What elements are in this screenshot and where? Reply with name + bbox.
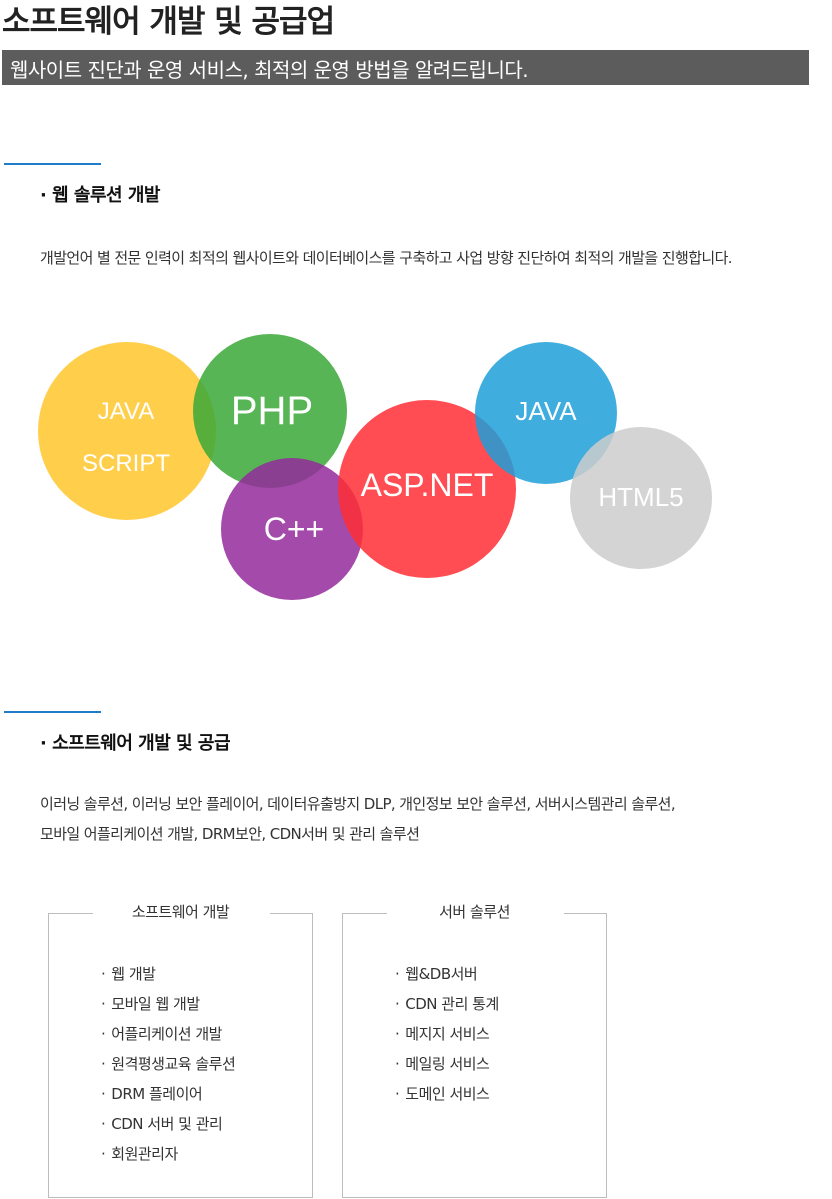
list-item: 어플리케이션 개발 bbox=[101, 1019, 235, 1049]
list-item: 모바일 웹 개발 bbox=[101, 989, 235, 1019]
list-item: DRM 플레이어 bbox=[101, 1079, 235, 1109]
box-software-development: 소프트웨어 개발 웹 개발 모바일 웹 개발 어플리케이션 개발 원격평생교육 … bbox=[48, 903, 313, 1198]
subtitle-bar: 웹사이트 진단과 운영 서비스, 최적의 운영 방법을 알려드립니다. bbox=[2, 50, 809, 85]
subtitle-text: 웹사이트 진단과 운영 서비스, 최적의 운영 방법을 알려드립니다. bbox=[10, 58, 529, 82]
bubble-label-php: PHP bbox=[231, 389, 313, 433]
bubble-javascript bbox=[38, 342, 216, 520]
section-description-web-solution: 개발언어 별 전문 인력이 최적의 웹사이트와 데이터베이스를 구축하고 사업 … bbox=[40, 249, 733, 267]
list-item: 도메인 서비스 bbox=[395, 1079, 499, 1109]
section-description-line2: 모바일 어플리케이션 개발, DRM보안, CDN서버 및 관리 솔루션 bbox=[40, 825, 420, 843]
bubble-label-javascript-2: SCRIPT bbox=[82, 450, 170, 477]
section-divider-web bbox=[4, 163, 101, 165]
box-server-solution: 서버 솔루션 웹&DB서버 CDN 관리 통계 메지지 서비스 메일링 서비스 … bbox=[342, 903, 607, 1198]
bubble-html5 bbox=[570, 427, 712, 569]
bubble-label-cpp: C++ bbox=[264, 511, 324, 547]
list-item: CDN 서버 및 관리 bbox=[101, 1109, 235, 1139]
list-item: 원격평생교육 솔루션 bbox=[101, 1049, 235, 1079]
bubble-label-html5: HTML5 bbox=[598, 482, 683, 512]
box-title-software-development: 소프트웨어 개발 bbox=[131, 903, 230, 921]
list-item: 메지지 서비스 bbox=[395, 1019, 499, 1049]
bubble-label-javascript-1: JAVA bbox=[98, 398, 154, 425]
list-item: 웹&DB서버 bbox=[395, 959, 499, 989]
list-item: CDN 관리 통계 bbox=[395, 989, 499, 1019]
server-solution-list: 웹&DB서버 CDN 관리 통계 메지지 서비스 메일링 서비스 도메인 서비스 bbox=[395, 959, 499, 1109]
box-title-server-solution: 서버 솔루션 bbox=[439, 903, 510, 921]
section-description-line1: 이러닝 솔루션, 이러닝 보안 플레이어, 데이터유출방지 DLP, 개인정보 … bbox=[40, 795, 676, 813]
bubble-cpp bbox=[221, 458, 363, 600]
list-item: 메일링 서비스 bbox=[395, 1049, 499, 1079]
language-bubbles: JAVA SCRIPT PHP C++ ASP.NET JAVA HTML5 bbox=[38, 334, 712, 600]
software-development-list: 웹 개발 모바일 웹 개발 어플리케이션 개발 원격평생교육 솔루션 DRM 플… bbox=[101, 959, 235, 1169]
bubble-label-java: JAVA bbox=[515, 396, 577, 426]
page-title: 소프트웨어 개발 및 공급업 bbox=[2, 4, 335, 40]
section-title-software: · 소프트웨어 개발 및 공급 bbox=[40, 733, 231, 754]
section-divider-software bbox=[4, 711, 101, 713]
list-item: 회원관리자 bbox=[101, 1139, 235, 1169]
list-item: 웹 개발 bbox=[101, 959, 235, 989]
bubble-java bbox=[475, 342, 617, 484]
bubble-php bbox=[193, 334, 347, 488]
bubble-label-aspnet: ASP.NET bbox=[361, 467, 494, 503]
bubble-aspnet bbox=[338, 400, 516, 578]
section-title-web-solution: · 웹 솔루션 개발 bbox=[40, 185, 161, 206]
